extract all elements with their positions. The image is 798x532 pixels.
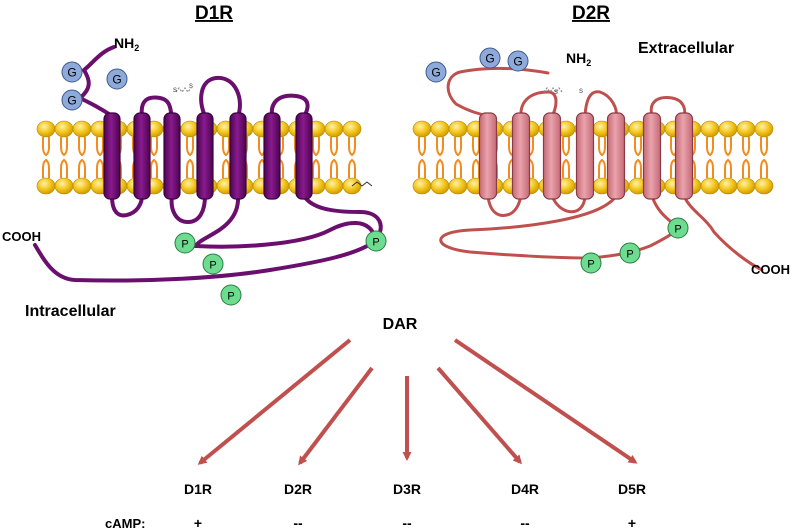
camp-effect-d1r: +	[194, 515, 202, 531]
svg-text:P: P	[227, 291, 234, 303]
transmembrane-helix	[642, 112, 662, 200]
lipid-molecule	[592, 120, 612, 195]
d2r-intracellular-chain	[439, 194, 764, 272]
subtype-label-d3r: D3R	[393, 481, 421, 497]
d2r-glyco-marker: G	[425, 61, 447, 83]
lipid-molecule	[180, 120, 200, 195]
transmembrane-helix	[196, 112, 214, 200]
d1r-phospho-marker: P	[365, 230, 387, 252]
d1r-carboxyl-terminus: COOH	[2, 229, 41, 244]
d2r-helices	[478, 112, 694, 200]
d1r-amino-terminus: NH2	[114, 35, 139, 53]
subtype-label-d1r: D1R	[184, 481, 212, 497]
svg-text:G: G	[431, 66, 440, 80]
d2r-receptor	[439, 66, 764, 272]
transmembrane-helix	[542, 112, 562, 200]
camp-label: cAMP:	[105, 516, 145, 531]
d1r-disulfide-label: s	[189, 81, 193, 90]
camp-effect-d2r: --	[293, 515, 303, 531]
d2r-disulfide-label: s	[554, 87, 558, 96]
svg-text:G: G	[112, 73, 121, 87]
svg-text:G: G	[485, 52, 494, 66]
lipid-molecule	[448, 120, 468, 195]
d2r-phospho-marker: P	[667, 217, 689, 239]
lipid-molecule	[700, 120, 720, 195]
camp-effect-d3r: --	[402, 515, 412, 531]
transmembrane-helix	[606, 112, 626, 200]
transmembrane-helix	[133, 112, 151, 200]
d1r-phospho-marker: P	[174, 232, 196, 254]
transmembrane-helix	[674, 112, 694, 200]
d1r-title: D1R	[195, 3, 233, 24]
lipid-molecule	[628, 120, 648, 195]
svg-text:P: P	[372, 237, 379, 249]
d2r-glyco-marker: G	[507, 50, 529, 72]
d2r-phospho-marker: P	[580, 252, 602, 274]
d1r-tail-squiggle	[351, 181, 373, 187]
svg-text:P: P	[209, 260, 216, 272]
d2r-extracellular-chain	[446, 66, 687, 118]
camp-effect-d5r: +	[628, 515, 636, 531]
d2r-disulfide-label: s	[579, 86, 583, 95]
lipid-molecule	[36, 120, 56, 195]
transmembrane-helix	[575, 112, 595, 200]
lipid-molecule	[72, 120, 92, 195]
svg-text:P: P	[181, 239, 188, 251]
lipid-molecule	[736, 120, 756, 195]
lipid-molecule	[754, 120, 774, 195]
lipid-molecule	[54, 120, 74, 195]
d1r-phospho-marker: P	[220, 284, 242, 306]
d2r-title: D2R	[572, 3, 610, 24]
lipid-molecule	[430, 120, 450, 195]
arrow-to-d2r	[298, 366, 374, 466]
svg-text:NH2: NH2	[566, 50, 591, 68]
lipid-molecule	[412, 120, 432, 195]
svg-text:P: P	[674, 224, 681, 236]
lipid-molecule	[324, 120, 344, 195]
d2r-glyco-marker: G	[479, 47, 501, 69]
d2r-carboxyl-terminus: COOH	[751, 262, 790, 277]
d1r-glyco-marker: G	[106, 68, 128, 90]
subtype-label-d5r: D5R	[618, 481, 646, 497]
transmembrane-helix	[263, 112, 281, 200]
d1r-disulfide-label: s	[173, 85, 177, 94]
subtype-label-d2r: D2R	[284, 481, 312, 497]
subtype-label-d4r: D4R	[511, 481, 539, 497]
transmembrane-helix	[295, 112, 313, 200]
extracellular-label: Extracellular	[638, 40, 734, 57]
arrow-to-d5r	[453, 338, 638, 464]
transmembrane-helix	[229, 112, 247, 200]
intracellular-label: Intracellular	[25, 303, 116, 320]
dar-hub-label: DAR	[383, 316, 418, 333]
d1r-extracellular-chain	[76, 45, 310, 118]
svg-text:G: G	[67, 94, 76, 108]
dar-arrows	[197, 338, 638, 466]
arrow-to-d4r	[436, 366, 522, 465]
d1r-helices	[103, 112, 313, 200]
camp-effect-d4r: --	[520, 515, 530, 531]
arrow-to-d1r	[197, 338, 352, 465]
d1r-phospho-marker: P	[202, 253, 224, 275]
transmembrane-helix	[511, 112, 531, 200]
svg-text:G: G	[67, 66, 76, 80]
d1r-glyco-marker: G	[61, 61, 83, 83]
d1r-receptor	[33, 45, 383, 283]
d1r-intracellular-chain	[33, 194, 383, 283]
svg-text:G: G	[513, 55, 522, 69]
lipid-molecule	[718, 120, 738, 195]
transmembrane-helix	[103, 112, 121, 200]
svg-text:P: P	[587, 259, 594, 271]
svg-text:P: P	[626, 249, 633, 261]
transmembrane-helix	[478, 112, 498, 200]
d2r-amino-terminus: NH2	[566, 50, 591, 68]
d2r-phospho-marker: P	[619, 242, 641, 264]
d2r-disulfide-squiggle	[543, 87, 563, 93]
transmembrane-helix	[163, 112, 181, 200]
d1r-glyco-marker: G	[61, 89, 83, 111]
svg-text:NH2: NH2	[114, 35, 139, 53]
d1r-disulfide-squiggle	[175, 87, 192, 93]
